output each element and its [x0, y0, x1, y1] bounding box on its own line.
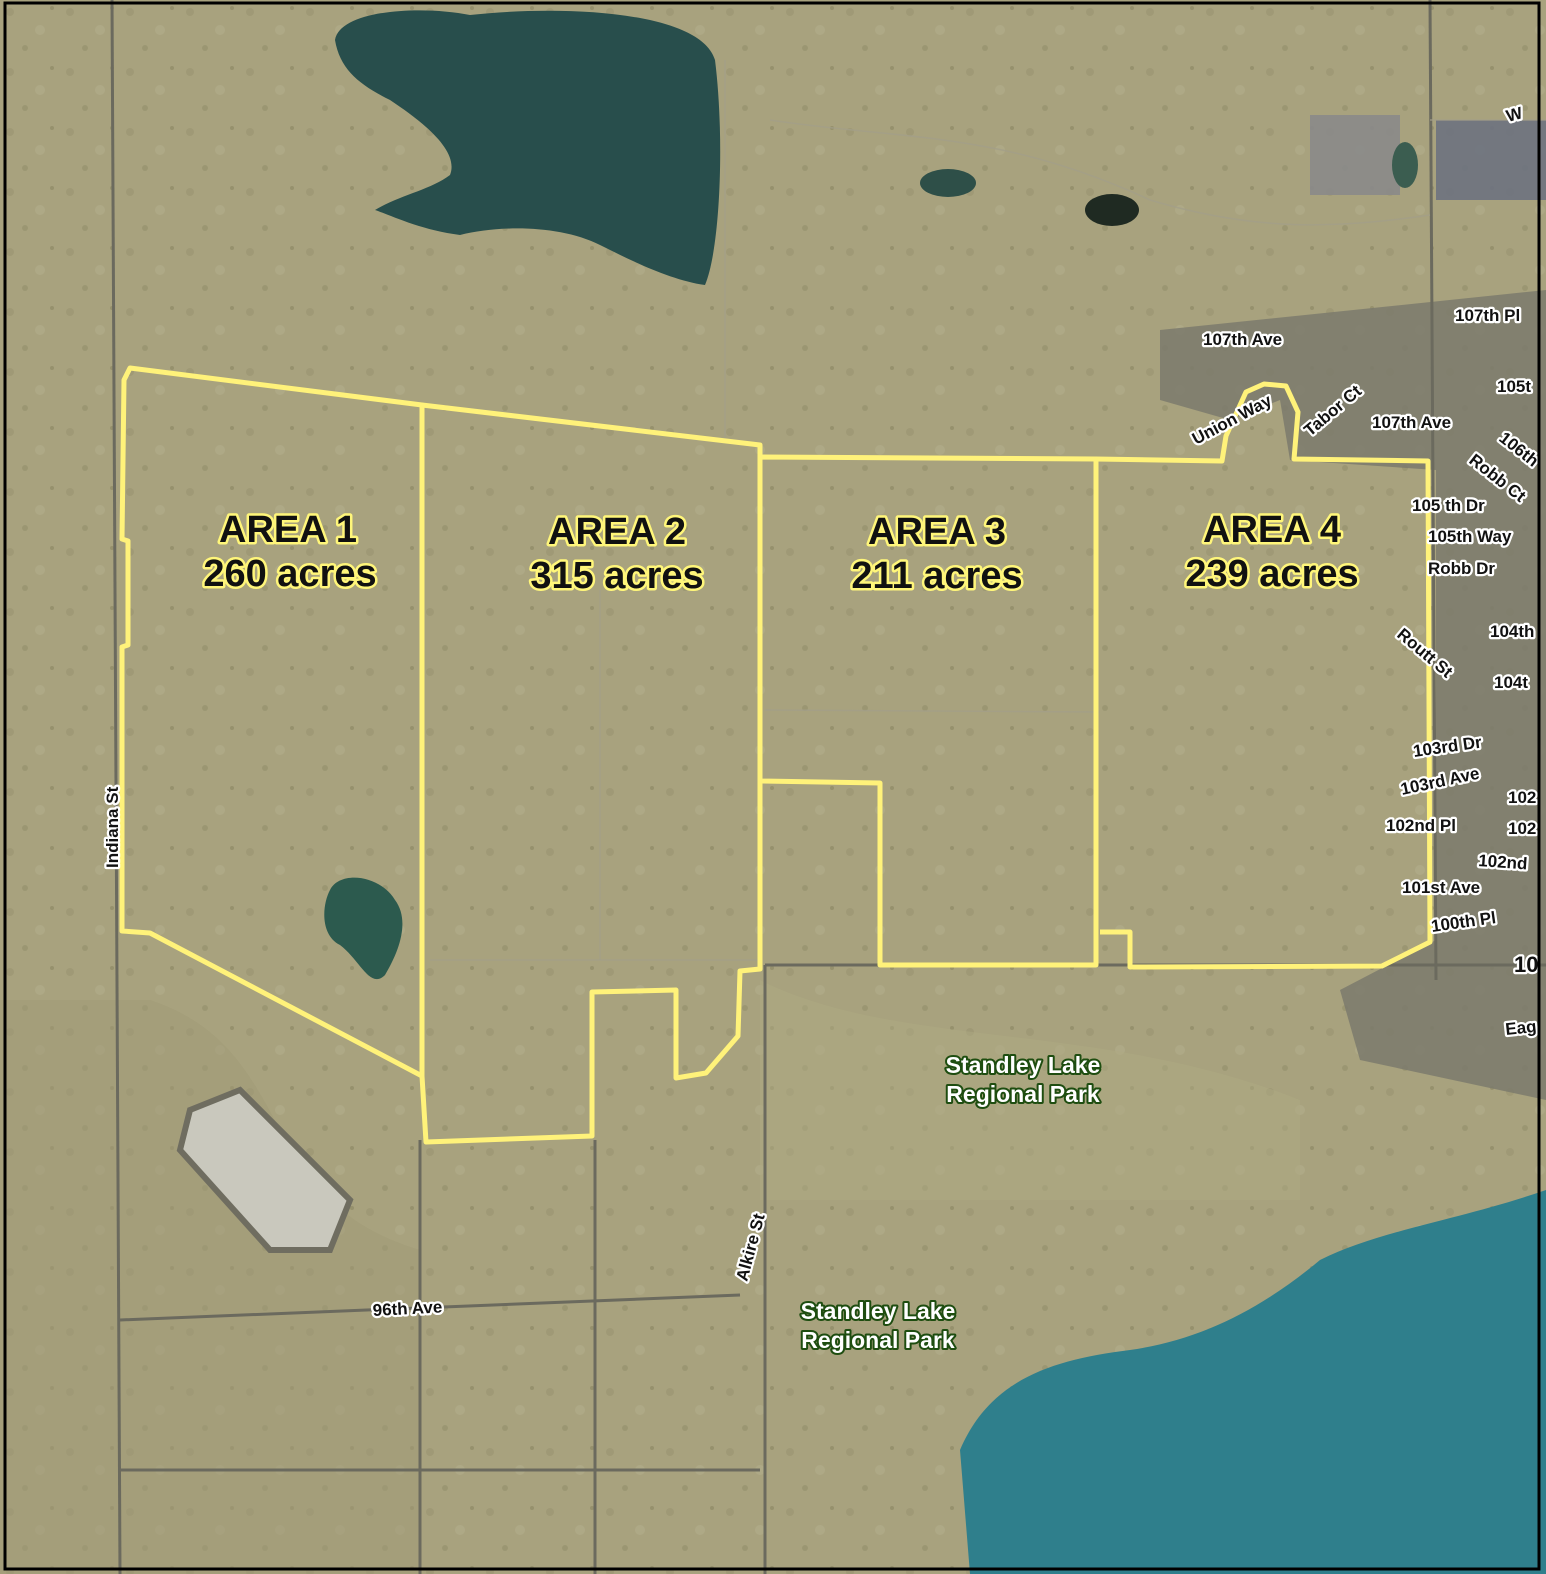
- street-104t: 104t: [1494, 673, 1528, 692]
- area-4-boundary: [1095, 381, 1433, 970]
- building-complex: [1310, 115, 1400, 195]
- park-label-line2: Regional Park: [801, 1327, 955, 1353]
- pond-area-1: [324, 877, 403, 980]
- terrain-shade: [0, 1000, 420, 1574]
- park-label-lower: Standley Lake Regional Park: [799, 1296, 958, 1355]
- area-boundaries: [119, 365, 1433, 1145]
- park-label-line2: Regional Park: [946, 1081, 1100, 1107]
- street-102nd: 102nd: [1478, 851, 1528, 873]
- roads: [110, 0, 1546, 1574]
- area-2-label: AREA 2 315 acres: [528, 509, 706, 600]
- terrain-shade: [760, 980, 1300, 1200]
- street-102-b: 102: [1508, 819, 1536, 838]
- park-label-upper: Standley Lake Regional Park: [944, 1050, 1103, 1109]
- street-102-a: 102: [1508, 788, 1536, 807]
- parking-lot: [1436, 120, 1546, 200]
- area-1-label: AREA 1 260 acres: [201, 507, 379, 598]
- street-105th-dr: 105 th Dr: [1412, 496, 1485, 515]
- street-101st-ave: 101st Ave: [1402, 878, 1480, 897]
- street-102nd-pl: 102nd Pl: [1386, 816, 1456, 835]
- street-10: 10: [1514, 952, 1538, 977]
- street-96th-ave: 96th Ave: [372, 1297, 443, 1320]
- park-label-line1: Standley Lake: [801, 1298, 956, 1324]
- north-reservoir: [335, 10, 721, 286]
- area-1-name: AREA 1: [219, 509, 357, 551]
- street-robb-dr: Robb Dr: [1428, 559, 1495, 578]
- pond: [1392, 142, 1418, 188]
- area-2-boundary: [419, 402, 763, 1145]
- street-105t: 105t: [1497, 377, 1531, 396]
- street-eag: Eag: [1504, 1017, 1537, 1039]
- street-indiana-st: Indiana St: [103, 786, 122, 868]
- street-107th-pl: 107th Pl: [1455, 306, 1520, 325]
- street-105th-way: 105th Way: [1428, 527, 1512, 546]
- area-4-name: AREA 4: [1203, 509, 1341, 551]
- park-label-line1: Standley Lake: [946, 1052, 1101, 1078]
- pond: [920, 169, 976, 197]
- area-2-name: AREA 2: [548, 511, 686, 553]
- street-107th-ave-east: 107th Ave: [1372, 413, 1451, 432]
- area-2-acres: 315 acres: [530, 555, 703, 597]
- area-1-boundary: [119, 365, 425, 1079]
- residential-area: [1160, 290, 1546, 1100]
- area-4-acres: 239 acres: [1185, 553, 1358, 595]
- area-1-acres: 260 acres: [203, 553, 376, 595]
- area-3-acres: 211 acres: [851, 555, 1022, 597]
- area-3-name: AREA 3: [868, 511, 1006, 553]
- area-3-label: AREA 3 211 acres: [849, 509, 1025, 600]
- pond: [1085, 194, 1139, 226]
- standley-lake: [960, 1190, 1546, 1574]
- street-104th: 104th: [1490, 622, 1534, 641]
- treatment-basins: [176, 1086, 354, 1253]
- map-frame: [3, 1, 1541, 1571]
- area-4-label: AREA 4 239 acres: [1183, 507, 1361, 598]
- street-107th-ave: 107th Ave: [1203, 330, 1282, 349]
